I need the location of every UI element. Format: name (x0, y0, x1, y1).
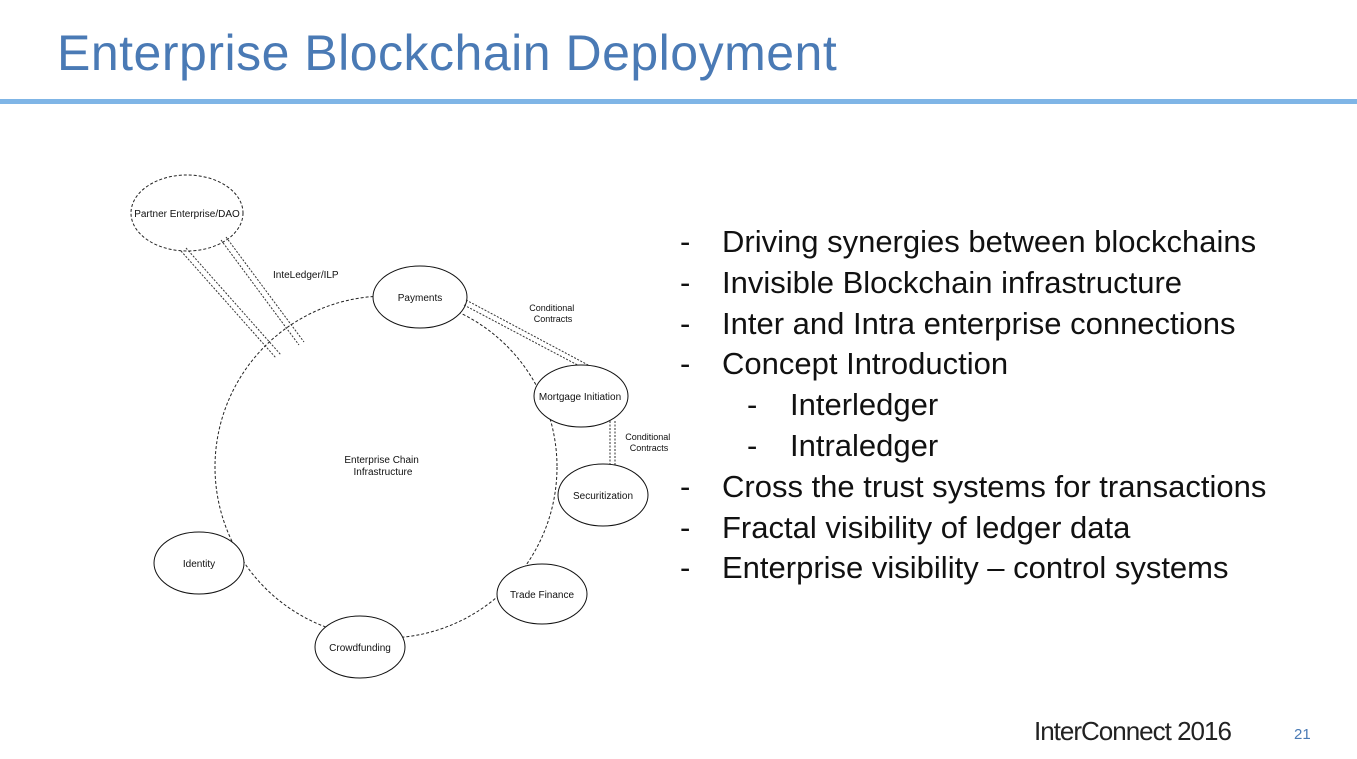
bullet-dash: - (747, 427, 758, 463)
bullet-dash: - (680, 264, 691, 300)
mortgage-initiation-node (533, 364, 629, 428)
interledger-label: InteLedger/ILP (273, 270, 339, 281)
bullet-dash: - (680, 346, 691, 382)
bullet-dash: - (680, 468, 691, 504)
conditional-contracts-label-1-line2: Contracts (534, 314, 573, 324)
bullet-text: Concept Introduction (722, 346, 1009, 382)
partner-enterprise-node (130, 174, 244, 252)
partner-enterprise-label: Partner Enterprise/DAO (134, 209, 240, 220)
conditional-contracts-label-1-line1: Conditional (529, 303, 574, 313)
footer-brand: InterConnect 2016 (1034, 716, 1232, 746)
bullet-dash: - (747, 387, 758, 423)
bullet-text: Intraledger (790, 427, 939, 463)
crowdfunding-node (314, 615, 406, 679)
bullet-text: Inter and Intra enterprise connections (722, 305, 1236, 341)
bullet-text: Enterprise visibility – control systems (722, 550, 1229, 586)
enterprise-chain-label-line2: Infrastructure (354, 467, 413, 478)
bullet-dash: - (680, 550, 691, 586)
bullet-dash: - (680, 305, 691, 341)
conditional-contracts-label-1: Conditional Contracts (529, 303, 577, 324)
securitization-node (557, 463, 649, 527)
bullet-text: Driving synergies between blockchains (722, 224, 1257, 259)
conditional-contracts-label-2: Conditional Contracts (625, 432, 673, 453)
bullet-dash: - (680, 224, 691, 259)
securitization-label: Securitization (573, 491, 633, 502)
page-number: 21 (1294, 726, 1311, 743)
bullet-text: Fractal visibility of ledger data (722, 509, 1131, 545)
bullet-dash: - (680, 509, 691, 545)
conditional-contracts-connector-2 (609, 421, 616, 467)
conditional-contracts-connector-1 (463, 299, 591, 371)
crowdfunding-label: Crowdfunding (329, 643, 391, 654)
conditional-contracts-label-2-line1: Conditional (625, 432, 670, 442)
bullet-text: Cross the trust systems for transactions (722, 468, 1267, 504)
mortgage-initiation-label: Mortgage Initiation (539, 392, 621, 403)
slide-title: Enterprise Blockchain Deployment (57, 25, 838, 81)
interledger-connector (180, 236, 305, 359)
bullet-text: Invisible Blockchain infrastructure (722, 264, 1183, 300)
trade-finance-node (496, 563, 588, 625)
identity-label: Identity (183, 559, 215, 570)
identity-node (153, 531, 245, 595)
conditional-contracts-label-2-line2: Contracts (630, 443, 669, 453)
trade-finance-label: Trade Finance (510, 590, 575, 601)
payments-node (372, 265, 468, 329)
payments-label: Payments (398, 293, 442, 304)
enterprise-chain-label-line1: Enterprise Chain (344, 455, 418, 466)
title-divider (0, 99, 1357, 104)
bullet-text: Interledger (790, 387, 939, 423)
enterprise-chain-label: Enterprise Chain Infrastructure (344, 455, 421, 478)
blockchain-diagram: Enterprise Chain Infrastructure Partner … (130, 174, 673, 679)
